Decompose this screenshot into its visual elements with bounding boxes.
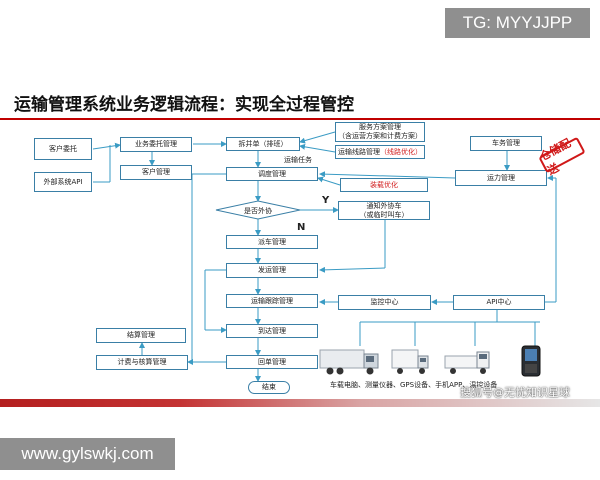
edge-capacity-to-dispatch (319, 171, 456, 179)
truck-box-icon (391, 349, 429, 374)
page-title: 运输管理系统业务逻辑流程：实现全过程管控 (14, 95, 354, 115)
decision-diamond (215, 200, 301, 220)
node-shipment-mgmt: 发运管理 (226, 263, 318, 278)
handheld-device-icon (521, 345, 541, 377)
node-end: 结束 (248, 381, 290, 394)
node-customer-mgmt: 客户管理 (120, 165, 192, 180)
node-dispatch-mgmt: 调度管理 (226, 167, 318, 181)
node-capacity-mgmt: 运力管理 (455, 170, 547, 186)
service-plan-line2: （含运营方案和计费方案） (338, 132, 422, 140)
edge-load-to-dispatch (317, 176, 341, 186)
edge-notify-to-shipment (319, 266, 386, 273)
notify-line1: 通知外协车 (366, 201, 402, 210)
watermark-bottom-badge: www.gylswkj.com (0, 438, 175, 470)
footer-color-bar (0, 399, 600, 407)
node-arrival-mgmt: 到达管理 (226, 324, 318, 338)
label-yes: Y (322, 195, 330, 206)
notify-line2: （或临时叫车） (359, 210, 409, 219)
edge-customer-to-order (92, 142, 121, 150)
node-settlement-mgmt: 结算管理 (96, 328, 186, 343)
route-mgmt-label: 运输线路管理 (338, 147, 380, 156)
edge-route-to-split (299, 143, 336, 153)
label-outsourcing-question: 是否外协 (244, 207, 272, 215)
node-notify-outsourcing: 通知外协车 （或临时叫车） (338, 201, 430, 220)
node-api-center: API中心 (453, 295, 545, 310)
node-external-api: 外部系统API (34, 172, 92, 192)
node-split-merge: 拆并单（排班） (226, 137, 300, 151)
node-monitor-center: 监控中心 (338, 295, 431, 310)
node-business-order-mgmt: 业务委托管理 (120, 137, 192, 152)
node-receipt-mgmt: 回单管理 (226, 355, 318, 369)
node-load-optimization: 装载优化 (340, 178, 428, 192)
title-divider (0, 118, 600, 120)
node-route-mgmt: 运输线路管理（线路优化） (335, 145, 425, 159)
node-billing-mgmt: 计费与核算管理 (96, 355, 188, 370)
node-customer-order: 客户委托 (34, 138, 92, 160)
node-fleet-mgmt: 车务管理 (470, 136, 542, 151)
label-no: N (297, 222, 306, 233)
node-dispatch-vehicle-mgmt: 派车管理 (226, 235, 318, 249)
devices-caption: 车载电脑、测量仪器、GPS设备、手机APP、温控设备 (330, 381, 498, 389)
devices-illustration (319, 345, 541, 377)
node-service-plan: 服务方案管理 （含运营方案和计费方案） (335, 122, 425, 142)
service-plan-line1: 服务方案管理 (359, 123, 401, 132)
route-opt-label: （线路优化） (380, 147, 422, 156)
source-watermark: 搜狐号@无忧知识星球 (460, 386, 570, 399)
truck-large-icon (319, 349, 379, 375)
watermark-top-badge: TG: MYYJJPP (445, 8, 590, 38)
label-transport-task: 运输任务 (284, 156, 312, 164)
truck-pickup-icon (444, 351, 490, 374)
node-tracking-mgmt: 运输跟踪管理 (226, 294, 318, 308)
edge-plan-to-split (299, 131, 336, 144)
